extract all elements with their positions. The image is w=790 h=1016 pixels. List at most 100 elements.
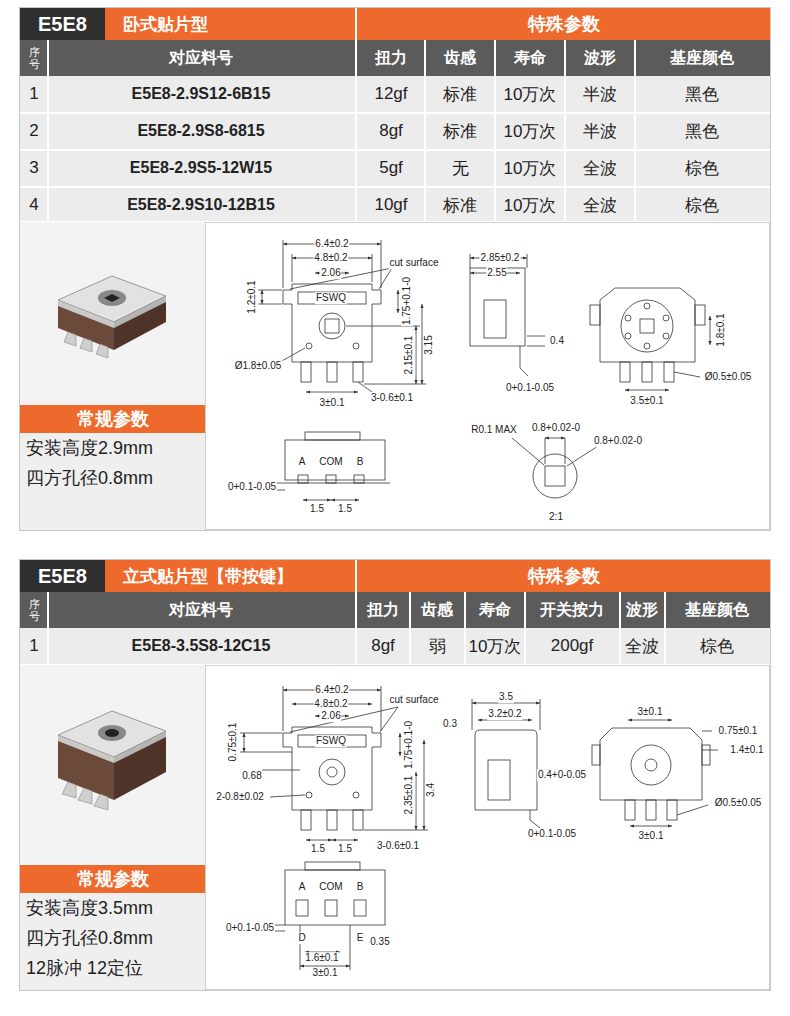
dimension-label: cut surface <box>389 257 440 269</box>
band-title: E5E8 <box>38 565 87 588</box>
outline-drawing <box>240 240 718 970</box>
dimension-label: R0.1 MAX <box>470 424 518 436</box>
column-header: 波形 <box>626 600 658 621</box>
table-cell: 无 <box>452 157 469 180</box>
header-band: 立式贴片型【带按键】 <box>105 560 355 592</box>
dimension-label: 0.75±0.1 <box>718 725 759 737</box>
dimension-label: 0.3 <box>442 718 458 730</box>
column-header: 开关按力 <box>540 600 604 621</box>
dimension-label: 0+0.1-0.05 <box>505 382 555 394</box>
dimension-label: 3.4 <box>425 782 437 798</box>
table-cell: 4 <box>29 195 38 215</box>
dimension-label: 3-0.6±0.1 <box>370 392 414 404</box>
dimension-label: 3.5±0.1 <box>629 395 664 407</box>
dimension-label: COM <box>318 881 343 893</box>
dimension-label: 4.8±0.2 <box>313 698 348 710</box>
spec-line: 四方孔径0.8mm <box>20 463 205 493</box>
header-band: 卧式贴片型 <box>105 8 355 40</box>
table-cell: 标准 <box>443 120 477 143</box>
spec-line: 安装高度3.5mm <box>20 893 205 923</box>
band-title: 立式贴片型【带按键】 <box>123 565 293 588</box>
dimension-label: 4.8±0.2 <box>313 252 348 264</box>
column-header: 寿命 <box>479 600 511 621</box>
dimension-label: 3.15 <box>423 334 435 355</box>
column-header: 基座颜色 <box>670 48 734 69</box>
panel-heading: 常规参数 <box>20 405 205 433</box>
dimension-label: 1.5 <box>337 843 353 855</box>
dimension-label: 0.4 <box>549 335 565 347</box>
dimension-label: 2.06 <box>320 710 341 722</box>
dimension-label: 3.2±0.2 <box>487 708 522 720</box>
column-header: 序号 <box>29 46 40 70</box>
column-header: 序号 <box>29 598 40 622</box>
component-photo <box>58 711 166 810</box>
dimension-label: 2.85±0.2 <box>480 252 521 264</box>
dimension-label: A <box>298 456 307 468</box>
spec-panel: 常规参数安装高度3.5mm四方孔径0.8mm12脉冲 12定位 <box>20 865 205 990</box>
header-band: 特殊参数 <box>357 8 770 40</box>
dimension-label: 2.55 <box>486 267 507 279</box>
table-cell: 10gf <box>374 195 407 215</box>
table-cell: 10万次 <box>504 83 557 106</box>
dimension-label: 1.5 <box>310 843 326 855</box>
dimension-label: COM <box>318 456 343 468</box>
dimension-label: 3±0.1 <box>312 967 339 979</box>
table-cell: 12gf <box>374 84 407 104</box>
table-cell: 10万次 <box>504 194 557 217</box>
column-header: 扭力 <box>375 48 407 69</box>
dimension-label: 1.5 <box>309 503 325 515</box>
spec-panel: 常规参数安装高度2.9mm四方孔径0.8mm <box>20 405 205 530</box>
part-number: E5E8-3.5S8-12C15 <box>132 637 271 655</box>
table-cell: 8gf <box>371 636 395 656</box>
table-cell: 棕色 <box>685 194 719 217</box>
dimension-label: 0+0.1-0.05 <box>227 481 277 493</box>
band-title: 特殊参数 <box>528 12 600 36</box>
table-cell: 2 <box>29 121 38 141</box>
table-cell: 黑色 <box>685 120 719 143</box>
dimension-label: A <box>298 881 307 893</box>
dimension-label: B <box>356 881 365 893</box>
column-header: 对应料号 <box>169 48 233 69</box>
dimension-label: 0.8+0.02-0 <box>531 422 581 434</box>
dimension-label: 1.75+0.1-0 <box>401 276 413 326</box>
dimension-label: 2.35±0.1 <box>403 775 415 816</box>
spec-line: 四方孔径0.8mm <box>20 923 205 953</box>
table-grounds <box>20 8 771 991</box>
dimension-label: D <box>297 932 306 944</box>
column-header: 扭力 <box>367 600 399 621</box>
table-cell: 全波 <box>583 194 617 217</box>
dimension-label: 3±0.1 <box>319 397 346 409</box>
dimension-label: 3±0.1 <box>638 830 665 842</box>
dimension-label: FSWQ <box>315 735 347 747</box>
band-title: 卧式贴片型 <box>123 13 208 36</box>
table-cell: 标准 <box>443 194 477 217</box>
dimension-label: B <box>356 456 365 468</box>
dimension-label: 3±0.1 <box>637 706 664 718</box>
table-cell: 棕色 <box>685 157 719 180</box>
dimension-label: 1.4±0.1 <box>729 744 764 756</box>
table-cell: 棕色 <box>700 635 734 658</box>
dimension-label: 3.5 <box>498 691 514 703</box>
header-band: E5E8 <box>20 8 105 40</box>
dimension-label: Ø1.8±0.05 <box>234 360 283 372</box>
dimension-label: FSWQ <box>315 292 347 304</box>
column-header: 对应料号 <box>169 600 233 621</box>
table-cell: 弱 <box>429 635 446 658</box>
column-header: 波形 <box>584 48 616 69</box>
component-photo <box>58 276 166 358</box>
dimension-label: 0.35 <box>369 936 390 948</box>
table-cell: 黑色 <box>685 83 719 106</box>
table-cell: 5gf <box>379 158 403 178</box>
table-cell: 全波 <box>625 635 659 658</box>
panel-heading: 常规参数 <box>20 865 205 893</box>
dimension-label: 2.15±0.1 <box>403 335 415 376</box>
dimension-label: 1.6±0.1 <box>304 952 339 964</box>
column-header: 齿感 <box>421 600 453 621</box>
table-cell: 10万次 <box>469 635 522 658</box>
table-cell: 1 <box>29 636 38 656</box>
table-cell: 200gf <box>551 636 594 656</box>
dimension-label: 0+0.1-0.05 <box>527 828 577 840</box>
dimension-label: 6.4±0.2 <box>314 684 349 696</box>
dimension-label: 0.8+0.02-0 <box>593 435 643 447</box>
